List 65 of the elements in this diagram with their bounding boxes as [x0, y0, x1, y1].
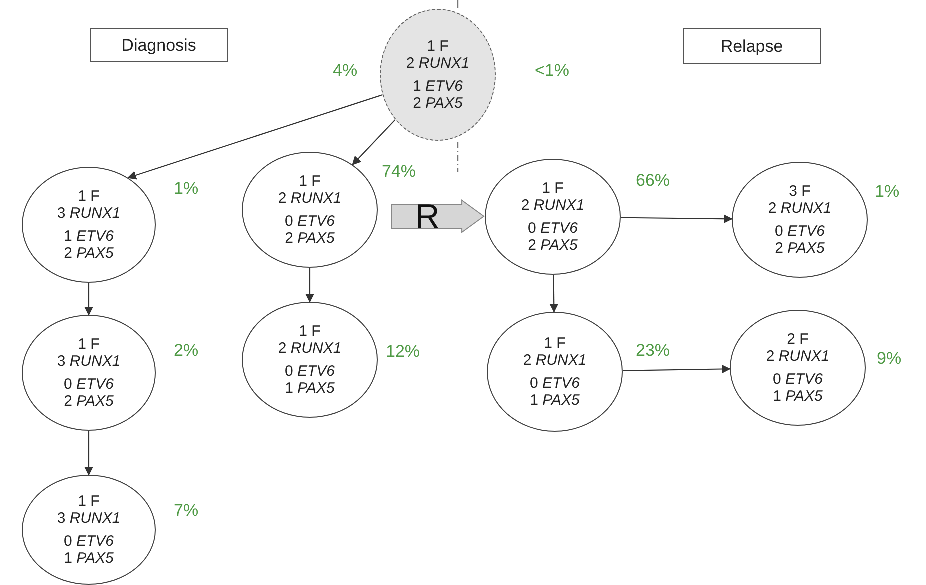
genotype-text: 2 PAX5	[64, 393, 114, 410]
genotype-text: 3 RUNX1	[57, 205, 121, 222]
genotype-text: 2 RUNX1	[521, 197, 585, 214]
genotype-text: 1 ETV6	[64, 228, 114, 245]
label-box	[90, 28, 228, 62]
panel-title: Relapse	[720, 38, 784, 54]
percentage-label: 66%	[636, 172, 670, 189]
genotype-text: 2 F	[787, 331, 809, 348]
genotype-text: 1 F	[78, 336, 100, 353]
genotype-text: 0 ETV6	[528, 220, 578, 237]
genotype-text: 1 F	[427, 38, 449, 55]
genotype-text: 0 ETV6	[64, 376, 114, 393]
percentage-label: 74%	[382, 163, 416, 180]
genotype-text: 2 PAX5	[528, 237, 578, 254]
percentage-label: <1%	[535, 62, 570, 79]
block-arrow	[391, 200, 485, 234]
arrow	[306, 268, 314, 303]
percentage-label: 2%	[174, 342, 199, 359]
percentage-label: 9%	[877, 350, 902, 367]
genotype-text: 1 F	[544, 335, 566, 352]
arrow	[622, 364, 731, 374]
genotype-text: 3 RUNX1	[57, 353, 121, 370]
genotype-text: 0 ETV6	[774, 223, 826, 240]
genotype-text: 2 RUNX1	[766, 348, 830, 365]
percentage-label: 12%	[386, 343, 420, 360]
edge-label: R	[415, 200, 440, 234]
arrow	[127, 94, 383, 180]
percentage-label: 4%	[333, 62, 358, 79]
panel-title: Diagnosis	[122, 36, 196, 54]
genotype-text: 2 PAX5	[285, 230, 335, 247]
genotype-text: 2 RUNX1	[523, 352, 587, 369]
genotype-text: 1 F	[299, 173, 321, 190]
genotype-text: 2 RUNX1	[406, 55, 470, 72]
genotype-text: 2 PAX5	[413, 95, 463, 112]
genotype-text: 1 F	[78, 188, 100, 205]
genotype-text: 1 F	[299, 323, 321, 340]
percentage-label: 1%	[174, 180, 199, 197]
arrow	[620, 214, 733, 224]
genotype-text: 3 RUNX1	[57, 510, 121, 527]
percentage-label: 23%	[636, 342, 670, 359]
label-box	[683, 28, 821, 64]
genotype-text: 3 F	[789, 183, 811, 200]
genotype-text: 2 PAX5	[64, 245, 114, 262]
arrow	[550, 274, 559, 313]
genotype-text: 0 ETV6	[284, 213, 336, 230]
genotype-text: 2 RUNX1	[278, 190, 342, 207]
genotype-text: 2 PAX5	[775, 240, 825, 257]
genotype-text: 1 PAX5	[773, 388, 823, 405]
percentage-label: 7%	[174, 502, 199, 519]
genotype-text: 1 ETV6	[412, 78, 464, 95]
genotype-text: 1 PAX5	[530, 392, 580, 409]
genotype-text: 0 ETV6	[530, 375, 580, 392]
genotype-text: 1 F	[78, 493, 100, 510]
genotype-text: 1 PAX5	[285, 380, 335, 397]
arrow	[352, 119, 396, 166]
genotype-text: 0 ETV6	[64, 533, 114, 550]
genotype-text: 0 ETV6	[772, 371, 824, 388]
arrow	[84, 431, 94, 476]
genotype-text: 2 RUNX1	[768, 200, 832, 217]
genotype-text: 0 ETV6	[284, 363, 336, 380]
genotype-text: 1 F	[542, 180, 564, 197]
genotype-text: 1 PAX5	[64, 550, 114, 567]
arrow	[84, 283, 94, 316]
genotype-text: 2 RUNX1	[278, 340, 342, 357]
percentage-label: 1%	[875, 183, 900, 200]
